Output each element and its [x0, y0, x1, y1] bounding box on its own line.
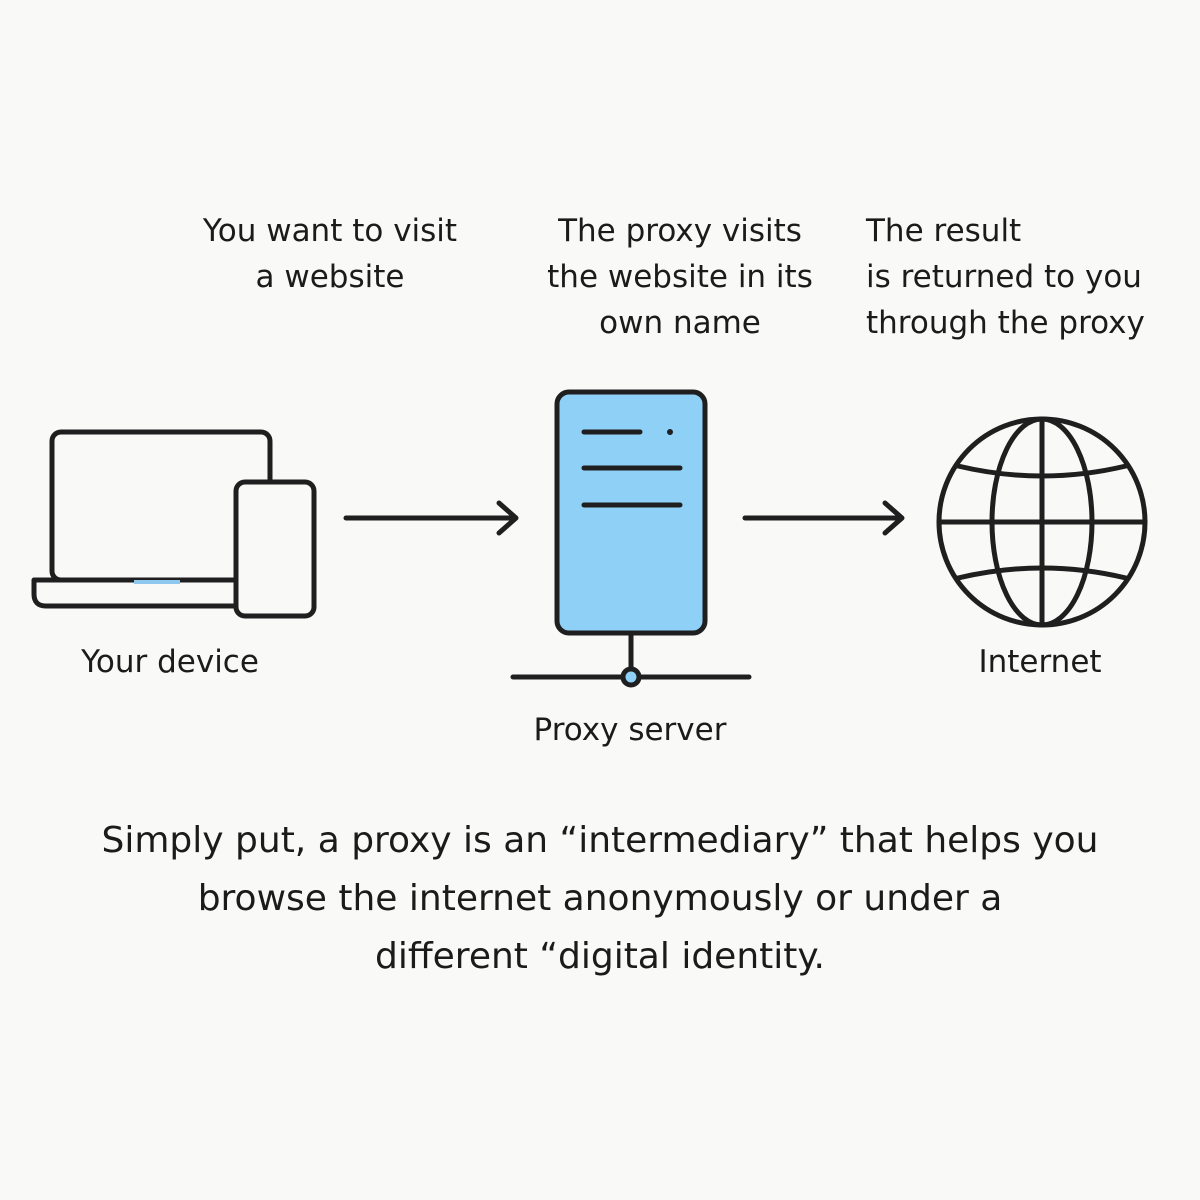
network-connector: [510, 630, 752, 688]
arrow-to-internet: [742, 500, 905, 536]
summary-line-3: different “digital identity.: [375, 936, 825, 977]
laptop-and-phone-icon: [31, 429, 317, 619]
step-result-returned: The result is returned to you through th…: [866, 213, 1145, 341]
internet-label: Internet: [978, 644, 1102, 680]
server-icon: [510, 389, 752, 688]
summary-line-2: browse the internet anonymously or under…: [197, 878, 1003, 919]
step-proxy-visits: The proxy visits the website in its own …: [547, 213, 813, 341]
globe-icon: [936, 416, 1148, 628]
summary-text: Simply put, a proxy is an “intermediary”…: [100, 812, 1100, 986]
step-visit-website: You want to visit a website: [202, 213, 458, 295]
arrow-to-proxy: [343, 500, 519, 536]
summary-line-1: Simply put, a proxy is an “intermediary”…: [101, 820, 1099, 861]
proxy-server-label: Proxy server: [533, 712, 727, 748]
device-label: Your device: [81, 644, 259, 680]
trackpad-accent: [134, 580, 180, 584]
phone-icon: [233, 479, 317, 619]
